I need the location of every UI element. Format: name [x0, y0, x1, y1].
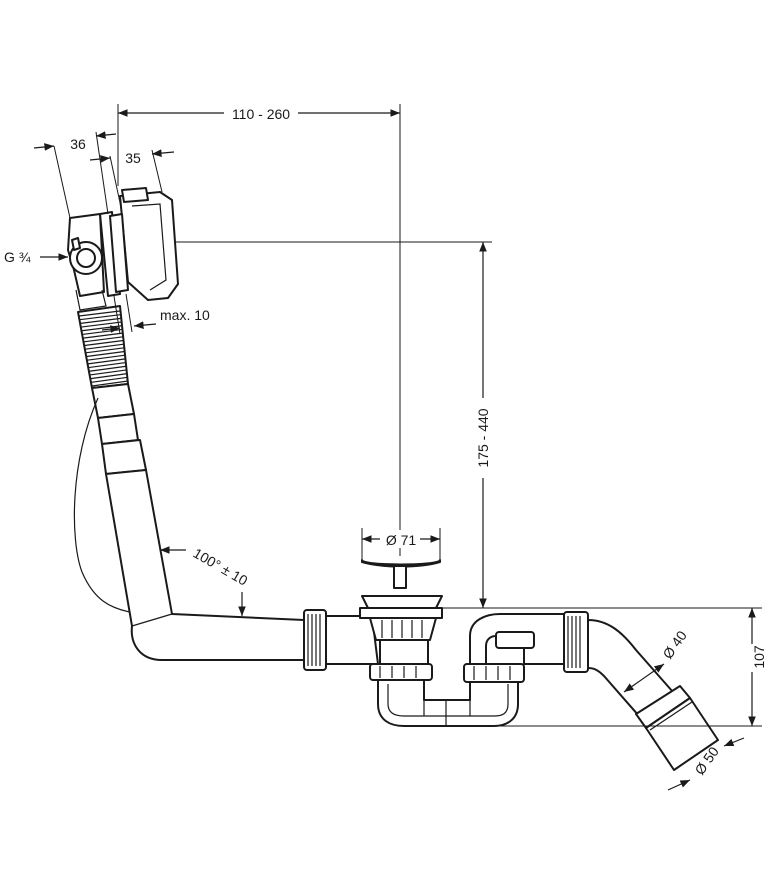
- max-wall-label: max. 10: [160, 307, 210, 323]
- hose-rib: [90, 373, 128, 380]
- hose-rib: [87, 358, 126, 365]
- dim-max-wall: max. 10: [101, 293, 210, 335]
- hose-rib: [88, 361, 126, 369]
- hose-rib: [89, 369, 127, 376]
- hose-rib: [89, 365, 127, 372]
- dim-rosette-depth: 35: [89, 149, 175, 213]
- hose-rib: [83, 336, 124, 343]
- dim-label-36: 36: [70, 136, 86, 152]
- hose-rib: [87, 354, 126, 361]
- u-trap: [377, 613, 567, 727]
- dim-trap-height: 107: [496, 608, 767, 727]
- hose-rib: [80, 317, 121, 324]
- bend-angle-label: 100° ± 10: [191, 545, 251, 589]
- height-range-label: 175 - 440: [475, 408, 491, 467]
- hose-rib: [91, 380, 129, 387]
- plug-diameter-label: Ø 71: [386, 532, 417, 548]
- hose-rib: [80, 321, 122, 328]
- dim-thread: G ¾: [4, 249, 68, 265]
- hose-rib: [85, 347, 125, 354]
- dim-overflow-offset: 110 - 260: [117, 104, 401, 556]
- dim-label-offset: 110 - 260: [232, 106, 290, 122]
- hose-rib: [91, 376, 128, 383]
- dim-overflow-depth: 36: [33, 131, 117, 219]
- bowden-cable: [73, 397, 131, 613]
- trap-height-label: 107: [751, 645, 767, 669]
- plug-cap: [361, 559, 441, 568]
- hose-rib: [78, 310, 121, 317]
- hose-rib: [86, 350, 125, 358]
- union-nut-right: [563, 611, 589, 673]
- dim-bend-angle: 100° ± 10: [160, 545, 251, 616]
- drain-pipe: [105, 469, 305, 661]
- thread-label: G ¾: [4, 249, 31, 265]
- dim-height-range: 175 - 440: [174, 241, 762, 609]
- dim-plug-diameter: Ø 71: [361, 528, 441, 560]
- hose-rib: [79, 314, 121, 321]
- hose-rib: [84, 339, 124, 347]
- hose-rib: [85, 343, 124, 350]
- corrugated-hose: [77, 305, 147, 475]
- inner-diameter-label: Ø 40: [659, 628, 690, 662]
- hose-rib: [83, 332, 123, 339]
- overflow-assembly: [67, 187, 179, 311]
- union-nut-left: [303, 609, 327, 671]
- drain-valve: [359, 559, 443, 681]
- outlet-pipe: [587, 619, 719, 771]
- dim-label-35: 35: [125, 150, 141, 166]
